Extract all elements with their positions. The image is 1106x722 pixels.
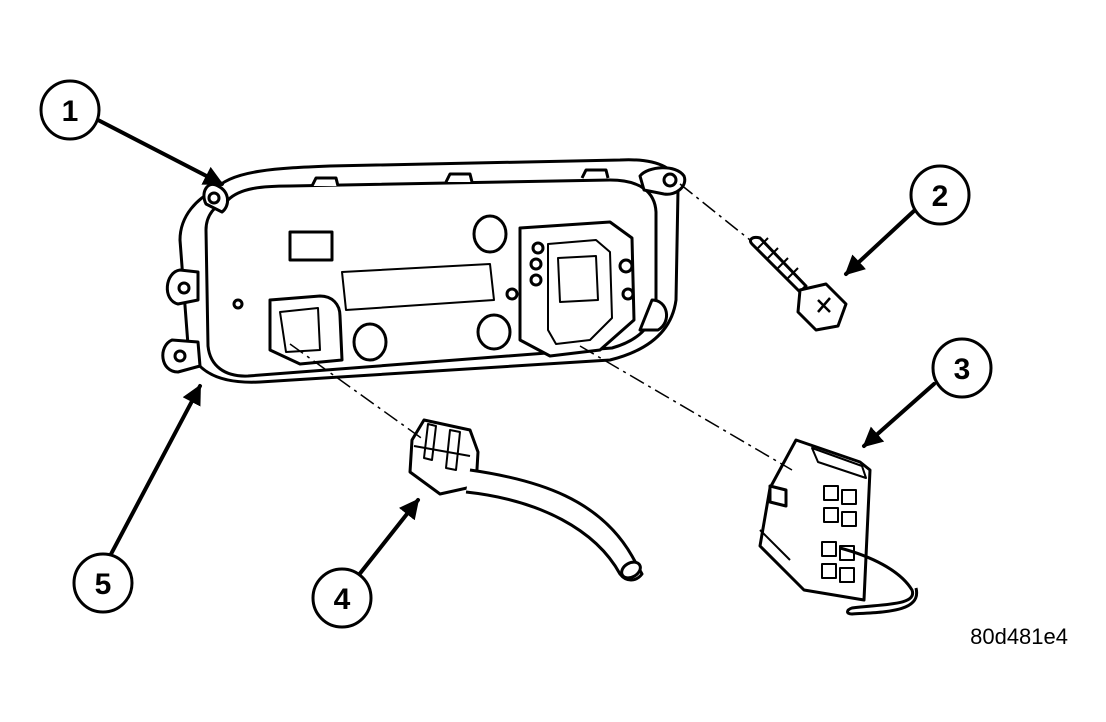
connector-large bbox=[758, 438, 919, 616]
callout-number-3: 3 bbox=[954, 353, 971, 386]
callout-number-2: 2 bbox=[932, 180, 949, 213]
leader-arrow-2 bbox=[844, 208, 917, 276]
screw-alignment-line bbox=[679, 183, 751, 241]
figure-code: 80d481e4 bbox=[970, 624, 1068, 649]
small-connector-alignment-line bbox=[289, 343, 425, 441]
leader-arrows bbox=[96, 118, 936, 578]
large-connector-alignment-line bbox=[579, 345, 793, 471]
callout-2: 2 bbox=[909, 164, 971, 226]
leader-arrow-4 bbox=[356, 498, 420, 578]
callout-3: 3 bbox=[931, 337, 993, 399]
alignment-lines bbox=[289, 183, 793, 471]
callout-1: 1 bbox=[39, 79, 101, 141]
leader-arrow-3 bbox=[862, 382, 936, 448]
leader-arrow-5 bbox=[108, 384, 202, 558]
connector-small bbox=[408, 418, 644, 582]
callout-4: 4 bbox=[311, 567, 373, 629]
callout-5: 5 bbox=[72, 552, 134, 614]
control-module-housing bbox=[161, 158, 687, 384]
mounting-screw bbox=[748, 236, 848, 332]
callout-number-5: 5 bbox=[95, 568, 112, 601]
callout-number-1: 1 bbox=[62, 95, 79, 128]
callout-number-4: 4 bbox=[334, 583, 351, 616]
leader-arrow-1 bbox=[96, 118, 224, 186]
